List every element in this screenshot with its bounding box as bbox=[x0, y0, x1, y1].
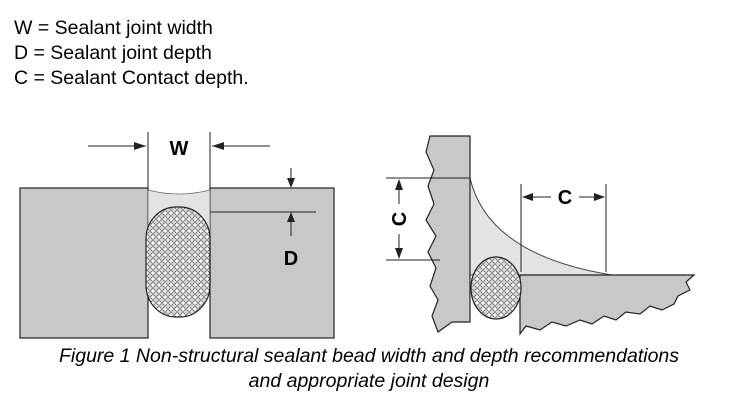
d-arrowhead-top bbox=[287, 178, 295, 188]
legend-c: C = Sealant Contact depth. bbox=[14, 67, 249, 89]
c-vertical-arrowhead-bottom bbox=[395, 248, 403, 259]
caption-line-2: and appropriate joint design bbox=[248, 370, 490, 392]
caption-line-1: Figure 1 Non-structural sealant bead wid… bbox=[58, 345, 680, 367]
fillet-joint-figure: C C bbox=[386, 135, 696, 336]
label-d: D bbox=[284, 248, 298, 270]
left-substrate-block bbox=[19, 187, 149, 339]
figure-caption: Figure 1 Non-structural sealant bead wid… bbox=[0, 344, 738, 394]
label-c-horizontal: C bbox=[558, 187, 572, 209]
d-arrowhead-bottom bbox=[287, 212, 295, 222]
w-arrowhead-left bbox=[134, 142, 146, 150]
vertical-substrate bbox=[425, 135, 471, 333]
fillet-backer-rod bbox=[470, 256, 522, 320]
c-horizontal-arrowhead-left bbox=[522, 193, 533, 201]
label-w: W bbox=[170, 138, 189, 160]
backer-rod bbox=[145, 206, 211, 318]
label-c-vertical: C bbox=[389, 212, 411, 226]
c-vertical-arrowhead-top bbox=[395, 179, 403, 190]
horizontal-substrate bbox=[519, 274, 696, 336]
legend: W = Sealant joint width D = Sealant join… bbox=[14, 16, 249, 91]
legend-d: D = Sealant joint depth bbox=[14, 42, 212, 64]
right-substrate-block bbox=[209, 187, 335, 339]
legend-w: W = Sealant joint width bbox=[14, 17, 213, 39]
w-arrowhead-right bbox=[212, 142, 224, 150]
butt-joint-figure: W D bbox=[19, 132, 335, 339]
c-horizontal-arrowhead-right bbox=[594, 193, 605, 201]
